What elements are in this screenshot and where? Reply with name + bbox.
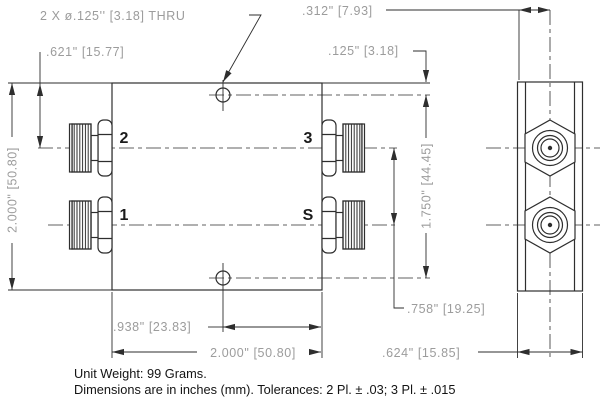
note-unit-weight: Unit Weight: 99 Grams.: [74, 366, 207, 381]
dim-side-half-width: .312" [7.93]: [302, 4, 373, 18]
dim-125-leader: [413, 50, 430, 82]
mounting-hole-top: [215, 80, 231, 111]
side-view: [486, 10, 600, 357]
dim-hole-offset-top: .125" [3.18]: [328, 44, 399, 58]
mounting-hole-bottom: [215, 263, 231, 332]
sma-connector-port3: [321, 119, 366, 177]
dim-758-tail: [393, 225, 404, 309]
sma-connector-port2: [68, 119, 113, 177]
dim-hole-spacing: 1.750" [44.45]: [419, 143, 433, 229]
port-label-s: S: [303, 207, 314, 224]
device-body-outline: [111, 82, 323, 291]
side-connector-upper: [524, 119, 576, 177]
sma-connector-portS: [321, 196, 366, 254]
drawing-notes: Unit Weight: 99 Grams. Dimensions are in…: [74, 366, 456, 397]
note-tolerances: Dimensions are in inches (mm). Tolerance…: [74, 382, 456, 397]
leader-thru: [222, 14, 262, 83]
port-label-2: 2: [120, 130, 129, 147]
dim-thru-note: 2 X ø.125'' [3.18] THRU: [40, 9, 185, 23]
side-body-inner-edges: [524, 82, 576, 291]
dim-body-height: 2.000" [50.80]: [5, 147, 19, 233]
front-view: 2 3 1 S: [38, 80, 430, 332]
port-label-1: 1: [120, 207, 129, 224]
dim-hole-offset-left: .621" [15.77]: [46, 45, 124, 59]
sma-connector-port1: [68, 196, 113, 254]
dimensions: 2 X ø.125'' [3.18] THRU .621" [15.77] .1…: [5, 4, 583, 360]
dim-side-width: .624" [15.85]: [382, 346, 460, 360]
side-connector-lower: [524, 196, 576, 254]
port-label-3: 3: [304, 130, 313, 147]
dim-hole-to-edge: .938" [23.83]: [113, 320, 191, 334]
dim-port-spacing: .758" [19.25]: [407, 302, 485, 316]
dim-body-width: 2.000" [50.80]: [210, 346, 296, 360]
